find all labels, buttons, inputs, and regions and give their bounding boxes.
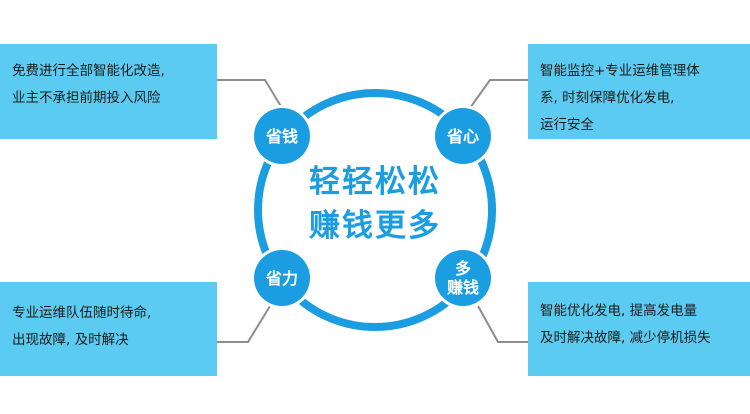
center-ring [254,89,496,331]
benefit-text-line: 出现故障, 及时解决 [12,332,129,348]
benefit-text-line: 业主不承担前期投入风险 [12,90,161,106]
badge-earn-more: 多 赚钱 [435,250,491,306]
slogan-line-1: 轻轻松松 [309,164,441,200]
benefit-text-line: 智能监控+专业运维管理体 [540,63,700,79]
benefit-text-line: 系, 时刻保障优化发电, [540,90,675,106]
benefit-box-earn-more: 智能优化发电, 提高发电量 及时解决故障, 减少停机损失 [528,282,750,376]
badge-save-effort: 省力 [254,250,310,306]
badge-label: 省钱 [265,126,298,146]
benefit-text-line: 专业运维队伍随时待命, [12,305,152,321]
benefit-text-line: 运行安全 [540,117,594,133]
benefit-box-save-money: 免费进行全部智能化改造, 业主不承担前期投入风险 [0,44,217,139]
badge-peace-of-mind: 省心 [435,108,491,164]
connector-bottom-left [217,305,271,343]
benefit-text-line: 及时解决故障, 减少停机损失 [540,330,711,346]
benefit-box-save-effort: 专业运维队伍随时待命, 出现故障, 及时解决 [0,282,217,376]
badge-save-money: 省钱 [254,108,310,164]
connector-top-left [217,79,283,109]
badge-label: 省力 [265,268,298,288]
badge-label-line-2: 赚钱 [446,278,479,297]
connector-bottom-right [477,305,528,343]
center-slogan: 轻轻松松 赚钱更多 [275,160,475,248]
benefit-text-line: 智能优化发电, 提高发电量 [540,303,698,319]
connector-top-right [469,79,528,109]
badge-label-line-1: 多 [454,259,471,278]
badge-label: 省心 [446,126,479,146]
benefit-box-peace-of-mind: 智能监控+专业运维管理体 系, 时刻保障优化发电, 运行安全 [528,44,750,139]
benefit-text-line: 免费进行全部智能化改造, [12,63,165,79]
slogan-line-2: 赚钱更多 [309,208,441,244]
